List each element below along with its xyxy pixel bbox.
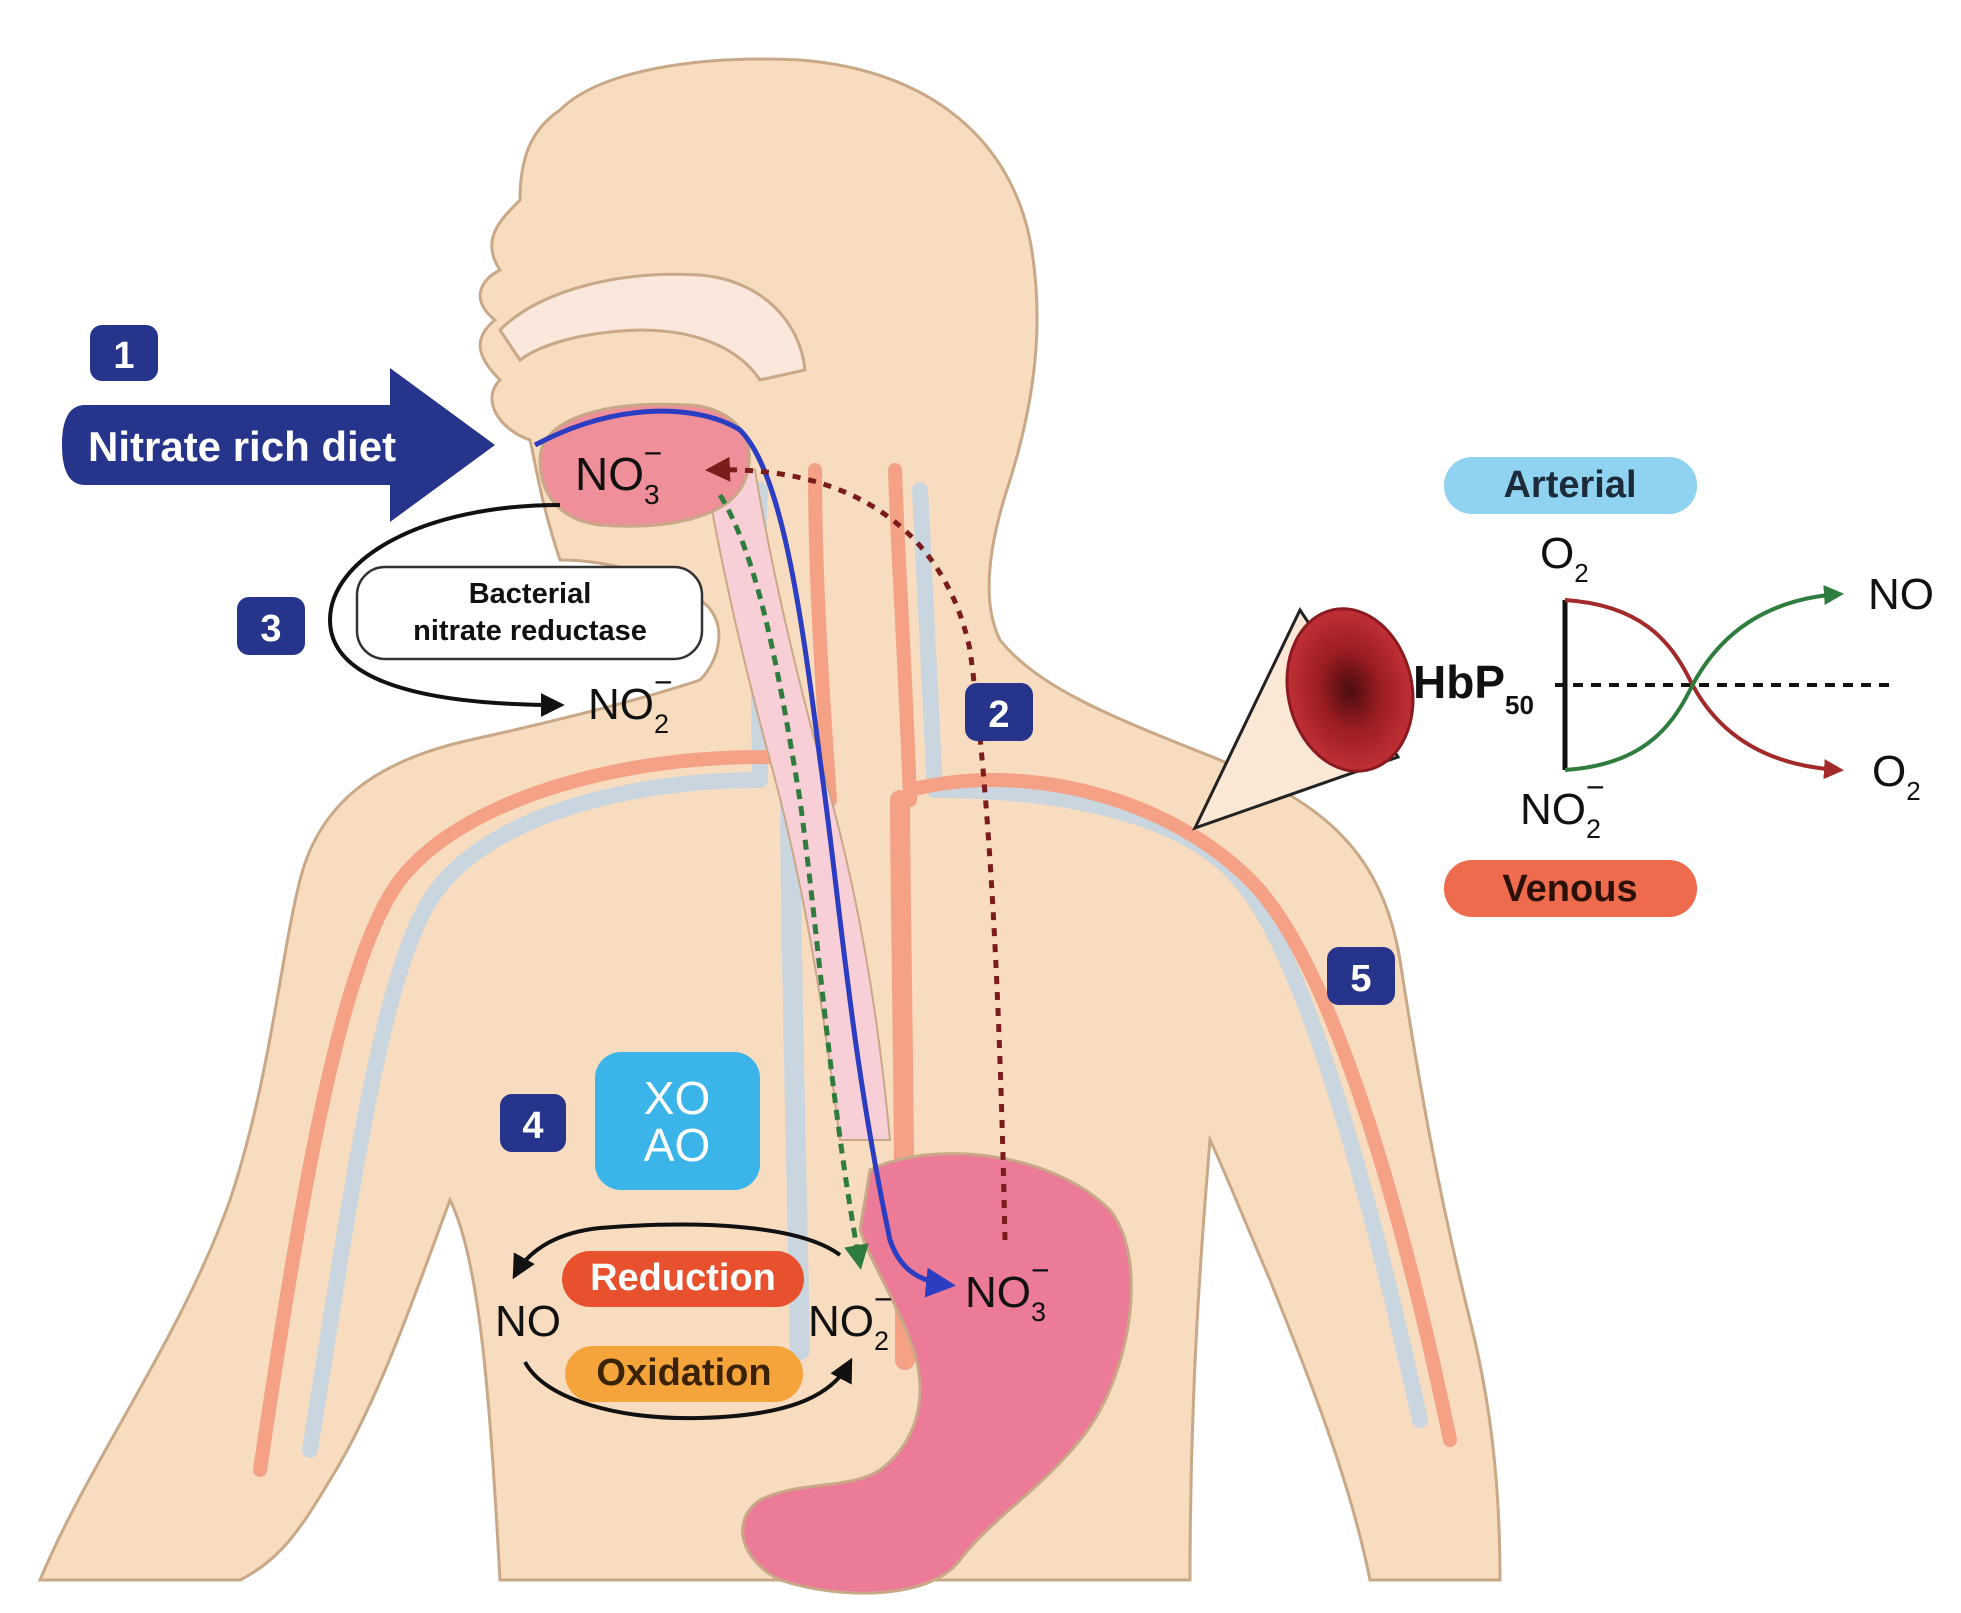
bacterial-reductase-line1: Bacterial [469, 578, 592, 610]
red-blood-cell-icon [1285, 607, 1415, 773]
svg-text:3: 3 [260, 608, 281, 650]
enzyme-xo: XO [644, 1072, 710, 1124]
venous-pill: Venous [1444, 860, 1697, 917]
step-badge-1: 1 [90, 325, 158, 381]
oxidation-arrow [523, 1357, 853, 1421]
reduction-label: Reduction [590, 1257, 776, 1299]
reduction-arrow [512, 1222, 842, 1280]
redox-no-label: NO [495, 1297, 561, 1346]
reduction-pill: Reduction [562, 1251, 804, 1307]
reductase-loop-arrow [327, 503, 565, 717]
oxidation-label: Oxidation [596, 1352, 771, 1394]
no-production-curve [1564, 585, 1844, 772]
blue-nitrate-path [533, 408, 956, 1298]
svg-text:NO2−: NO2− [588, 664, 673, 739]
svg-text:NO3−: NO3− [575, 435, 662, 510]
redox-cycle: Reduction Oxidation NO NO2− [495, 1222, 893, 1421]
diet-arrow-label: Nitrate rich diet [88, 423, 396, 470]
enzyme-ao: AO [644, 1119, 710, 1171]
o2-release-curve [1564, 598, 1844, 780]
esophagus [703, 469, 892, 1141]
red-recirculation-path [705, 456, 1008, 1241]
svg-text:2: 2 [988, 694, 1009, 736]
svg-text:5: 5 [1350, 958, 1371, 1000]
arterial-label: Arterial [1503, 464, 1636, 506]
svg-text:NO3−: NO3− [965, 1252, 1050, 1327]
nitrite-input-label: NO2− [1520, 769, 1605, 844]
stomach [741, 1152, 1133, 1595]
step-badge-3: 3 [237, 597, 305, 655]
no-output-label: NO [1868, 570, 1934, 619]
oral-cavity [498, 272, 807, 382]
svg-text:4: 4 [522, 1105, 543, 1147]
mouth-nitrate-pool [538, 402, 751, 528]
diet-arrow: Nitrate rich diet [62, 368, 495, 522]
oxidation-pill: Oxidation [565, 1346, 803, 1402]
body-silhouette [37, 57, 1502, 1582]
bacterial-reductase-box: Bacterial nitrate reductase [355, 565, 704, 661]
step-badge-4: 4 [500, 1094, 566, 1152]
mouth-nitrite-label: NO2− [588, 664, 673, 739]
step-badge-5: 5 [1327, 947, 1395, 1005]
svg-text:1: 1 [113, 335, 134, 377]
enzyme-box: XO AO [595, 1052, 760, 1190]
redox-nitrite-label: NO2− [808, 1281, 893, 1356]
bacterial-reductase-line2: nitrate reductase [413, 615, 647, 647]
hb-p50-label: HbP50 [1413, 656, 1534, 720]
venous-label: Venous [1502, 868, 1637, 910]
o2-output-label: O2 [1872, 747, 1921, 806]
hemoglobin-panel: Arterial Venous O2 NO2− HbP50 NO O2 [1413, 457, 1934, 917]
stomach-nitrate-label: NO3− [965, 1252, 1050, 1327]
step-badge-2: 2 [965, 683, 1033, 741]
green-nitrite-path [717, 493, 869, 1270]
o2-input-label: O2 [1540, 529, 1589, 588]
arterial-pill: Arterial [1444, 457, 1697, 514]
mouth-nitrate-label: NO3− [575, 435, 662, 510]
